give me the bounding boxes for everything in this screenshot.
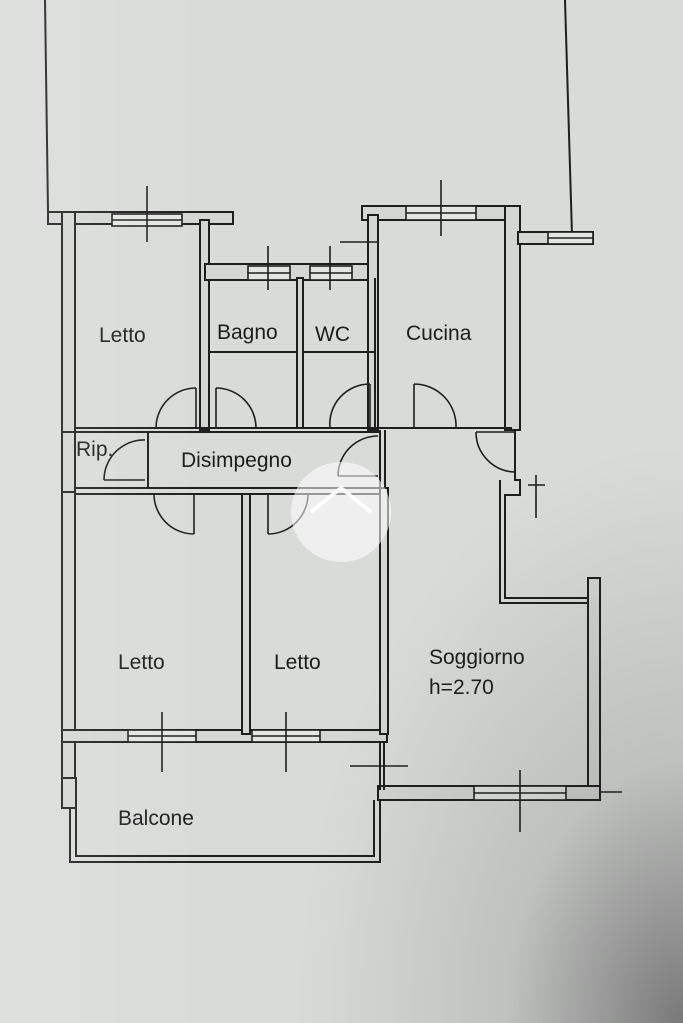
room-label-soggiorno: Soggiorno (429, 646, 525, 669)
room-label-cucina: Cucina (406, 322, 472, 345)
room-label-disimpegno: Disimpegno (181, 449, 292, 472)
room-label-wc: WC (315, 323, 350, 346)
room-label-letto-middle: Letto (274, 651, 321, 674)
room-label-letto-left: Letto (118, 651, 165, 674)
ceiling-height-label: h=2.70 (429, 676, 494, 699)
room-label-letto-top: Letto (99, 324, 146, 347)
watermark (291, 462, 391, 562)
room-label-ripostiglio: Rip. (76, 438, 114, 461)
interior-walls (61, 277, 512, 790)
room-label-balcone: Balcone (118, 807, 194, 830)
room-label-bagno: Bagno (217, 321, 278, 344)
plot-boundary (44, 0, 573, 236)
house-logo-icon (309, 485, 373, 514)
